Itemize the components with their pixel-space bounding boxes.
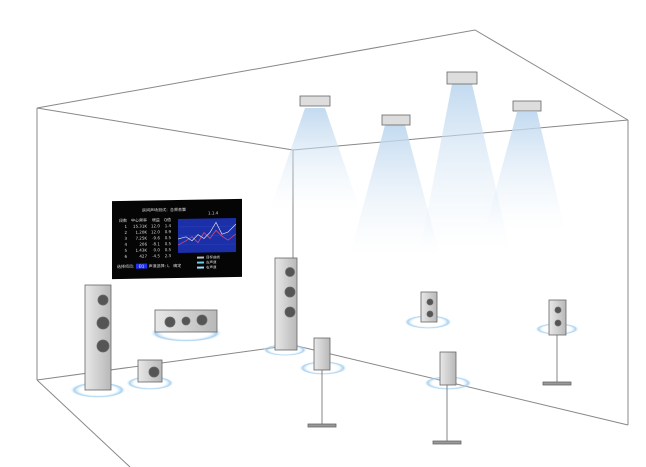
plot-legend: 目标曲线 左声道 右声道 [197,255,220,270]
legend-item: 右声道 [197,265,220,270]
legend-label: 右声道 [206,265,217,270]
channel-label: 声道选择: L [148,263,170,269]
cell: 6 [124,253,127,259]
right-tower-speaker [274,257,298,351]
frequency-response-plot [178,217,236,253]
screen-version: 1.1.4 [208,210,219,216]
select-value: EQ [135,263,148,269]
cell: 2.3 [164,253,172,259]
cell: -4.5 [152,253,160,259]
screen-title: 房间声场测试：各频音量 [142,206,186,213]
curve-white [178,221,236,242]
floor-sound-rings [70,315,579,398]
eq-row: 6 427 -4.5 2.3 [117,253,173,260]
legend-label: 目标曲线 [206,255,220,260]
center-speaker [154,309,218,333]
left-tower-speaker [84,284,112,391]
cell: 427 [139,253,147,259]
screen-bottom-bar: 选择项目: EQ 声道选择: L 确定 [117,263,181,270]
subwoofer [137,359,163,383]
select-label: 选择项目: [117,263,135,270]
ceiling-speakers [299,71,542,126]
legend-label: 左声道 [206,260,217,265]
response-curves [178,221,236,246]
ceiling-light-beams [270,84,565,255]
confirm-label: 确定 [173,262,182,269]
surround-speakers [307,291,572,445]
